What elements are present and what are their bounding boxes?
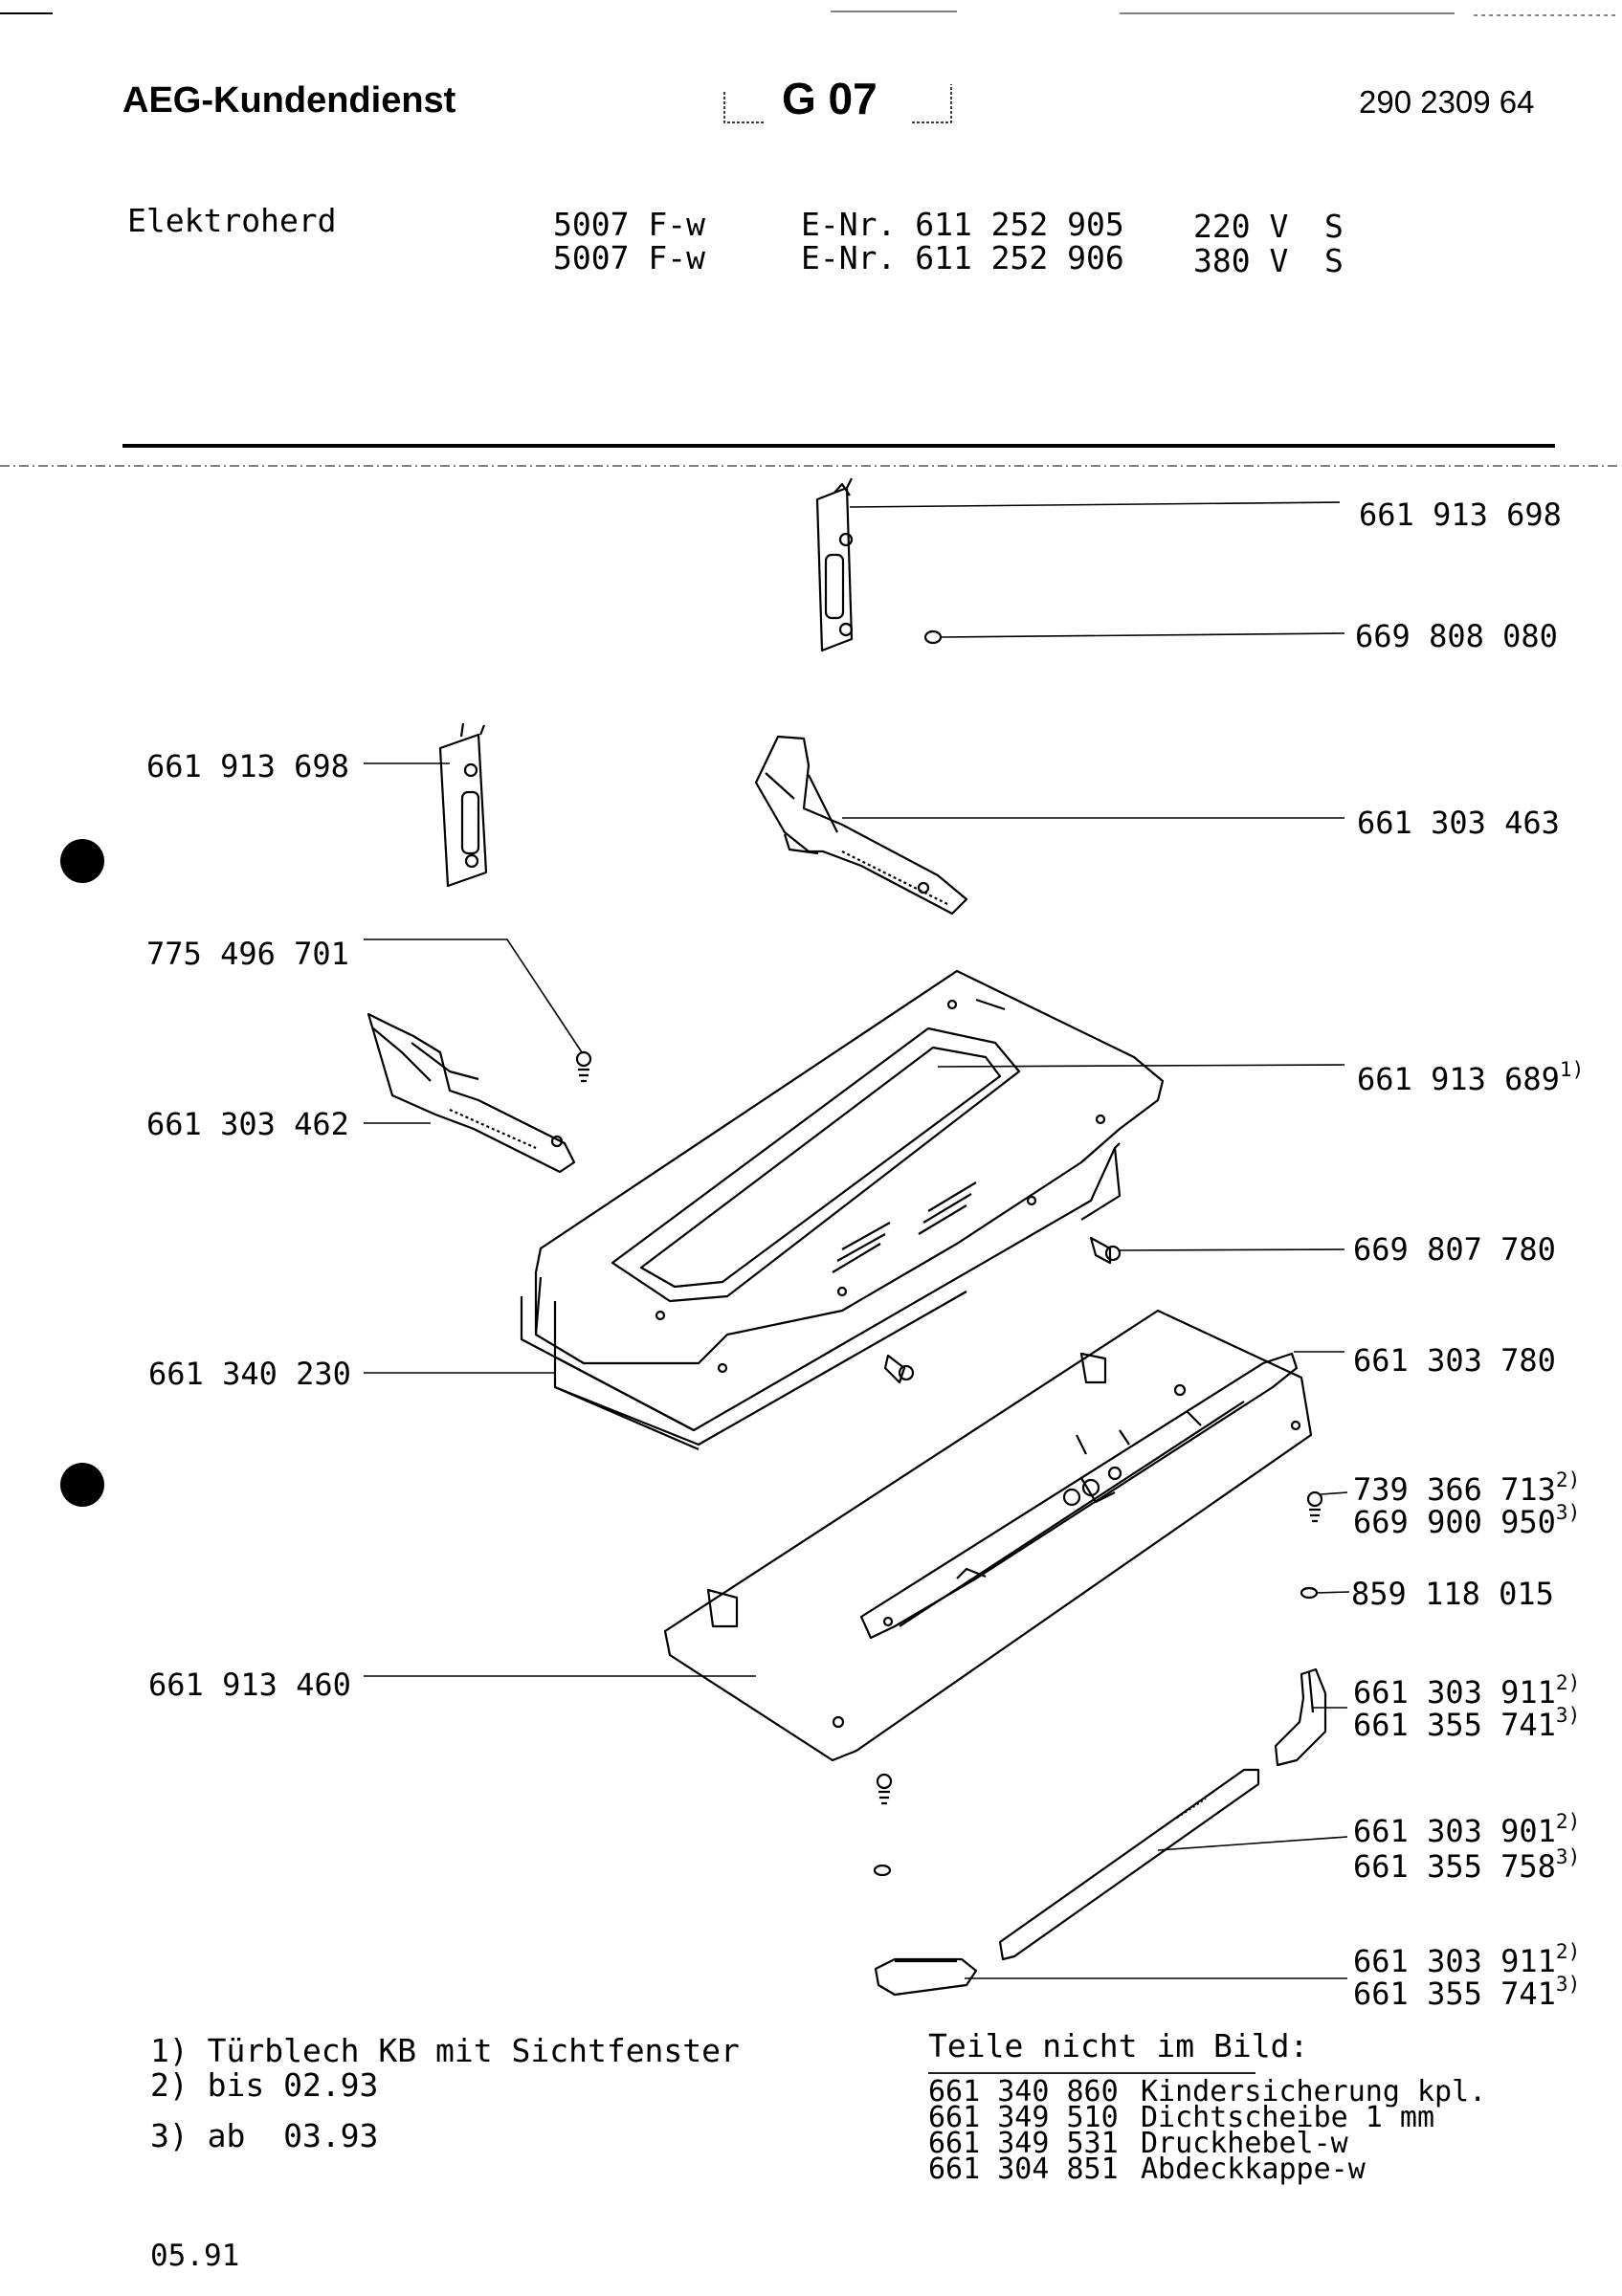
date-code: 05.91 xyxy=(150,2239,240,2273)
not-pictured-name-1: Kindersicherung kpl. xyxy=(1141,2075,1487,2108)
class-2: S xyxy=(1324,242,1344,279)
group-code-brackets xyxy=(723,84,952,123)
not-pictured-title: Teile nicht im Bild: xyxy=(928,2027,1309,2064)
model-2: 5007 F-w xyxy=(553,239,705,276)
part-label-left-4: 661 340 230 xyxy=(148,1356,351,1392)
handle-bar xyxy=(998,1768,1260,1961)
model-1: 5007 F-w xyxy=(553,206,705,243)
group-code: G 07 xyxy=(782,74,878,123)
screw-small-bottom xyxy=(876,1773,893,1805)
hinge-right xyxy=(754,735,968,916)
not-pictured-name-3: Druckhebel-w xyxy=(1141,2127,1348,2160)
part-label-right-9: 859 118 015 xyxy=(1351,1576,1554,1612)
washer-top xyxy=(923,629,943,645)
top-rules xyxy=(0,11,1617,16)
part-label-right-12: 661 303 9012) xyxy=(1353,1810,1581,1849)
hinge-bracket-top xyxy=(815,477,854,652)
screw-middle xyxy=(883,1354,915,1384)
part-label-right-1: 661 913 698 xyxy=(1359,497,1562,533)
hinge-left xyxy=(367,1012,576,1174)
part-label-right-13: 661 355 7583) xyxy=(1353,1845,1581,1885)
not-pictured-number-4: 661 304 851 xyxy=(928,2152,1119,2186)
door-panel-window xyxy=(534,969,1165,1365)
part-label-left-5: 661 913 460 xyxy=(148,1667,351,1703)
part-label-right-14: 661 303 9112) xyxy=(1353,1940,1581,1979)
part-label-right-6: 661 303 780 xyxy=(1353,1342,1556,1379)
not-pictured-name-2: Dichtscheibe 1 mm xyxy=(1141,2101,1435,2134)
screw-669807780 xyxy=(1089,1236,1122,1265)
part-label-right-5: 669 807 780 xyxy=(1353,1231,1556,1268)
enr-2: E-Nr. 611 252 906 xyxy=(801,239,1124,276)
doc-number: 290 2309 64 xyxy=(1359,84,1535,120)
hinge-bracket-left xyxy=(438,722,488,888)
punch-hole-lower xyxy=(60,1463,104,1507)
part-label-right-7: 739 366 7132) xyxy=(1353,1468,1581,1508)
washer-859118015 xyxy=(1300,1586,1319,1600)
enr-1: E-Nr. 611 252 905 xyxy=(801,206,1124,243)
brand-title: AEG-Kundendienst xyxy=(122,80,456,121)
door-rail xyxy=(859,1352,1299,1640)
handle-end-cap-top xyxy=(1274,1667,1327,1767)
part-label-right-3: 661 303 463 xyxy=(1357,805,1560,841)
inner-door-plate xyxy=(663,1309,1313,1762)
screw-small-1 xyxy=(575,1050,592,1083)
footnote-2: 2) bis 02.93 xyxy=(150,2066,379,2104)
footnote-1: 1) Türblech KB mit Sichtfenster xyxy=(150,2032,740,2069)
voltage-2: 380 V xyxy=(1193,242,1289,279)
part-label-right-15: 661 355 7413) xyxy=(1353,1973,1581,2012)
part-label-right-4: 661 913 6891) xyxy=(1357,1058,1585,1097)
not-pictured-name-4: Abdeckkappe-w xyxy=(1141,2152,1366,2186)
not-pictured-number-1: 661 340 860 xyxy=(928,2075,1119,2108)
part-label-right-8: 669 900 9503) xyxy=(1353,1501,1581,1540)
part-label-left-1: 661 913 698 xyxy=(146,748,349,784)
washer-bottom xyxy=(873,1864,892,1877)
voltage-1: 220 V xyxy=(1193,208,1289,245)
appliance-type: Elektroherd xyxy=(127,202,337,239)
part-label-right-2: 669 808 080 xyxy=(1355,618,1558,654)
part-label-left-3: 661 303 462 xyxy=(146,1106,349,1142)
not-pictured-number-2: 661 349 510 xyxy=(928,2101,1119,2134)
part-label-right-10: 661 303 9112) xyxy=(1353,1671,1581,1711)
footnote-3: 3) ab 03.93 xyxy=(150,2117,379,2154)
screw-739366713 xyxy=(1306,1490,1323,1523)
handle-end-cap-bottom xyxy=(874,1957,978,1997)
class-1: S xyxy=(1324,208,1344,245)
part-label-right-11: 661 355 7413) xyxy=(1353,1704,1581,1743)
leader-lines xyxy=(364,501,1350,1979)
not-pictured-number-3: 661 349 531 xyxy=(928,2127,1119,2160)
part-label-left-2: 775 496 701 xyxy=(146,936,349,972)
punch-hole-upper xyxy=(60,839,104,883)
door-layers-stack xyxy=(520,1142,1122,1451)
